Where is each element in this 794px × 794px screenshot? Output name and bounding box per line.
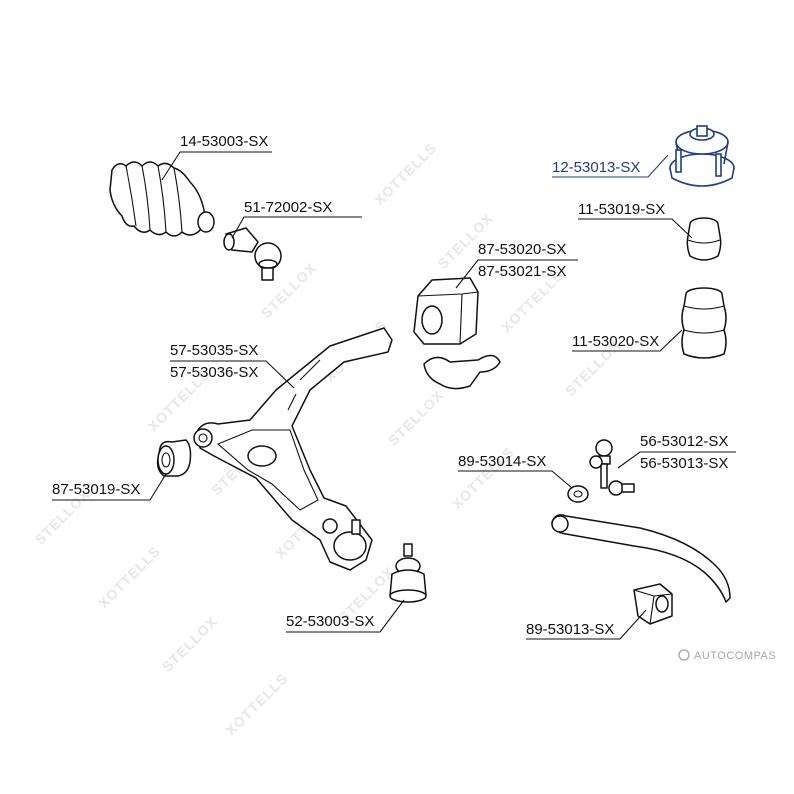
part-label: 52-53003-SX [286, 613, 374, 630]
autocompas-logo: AUTOCOMPAS [678, 649, 776, 662]
part-label: 56-53013-SX [640, 455, 728, 472]
watermark-text: XOTTELLS [95, 543, 164, 612]
part-label: 51-72002-SX [244, 199, 332, 216]
stabilizer-link-part [589, 439, 635, 496]
link-bushing-part [567, 485, 589, 503]
part-label: 57-53035-SX [170, 342, 258, 359]
part-label: 89-53014-SX [458, 453, 546, 470]
part-label: 14-53003-SX [180, 133, 268, 150]
part-label: 56-53012-SX [640, 433, 728, 450]
part-label: 11-53019-SX [578, 201, 665, 218]
ball-joint-part [389, 543, 427, 603]
bar-bushing-part [633, 583, 673, 625]
part-label: 87-53021-SX [478, 263, 566, 280]
part-label: 89-53013-SX [526, 621, 614, 638]
dust-cover-part [681, 287, 727, 359]
brand-text: AUTOCOMPAS [694, 650, 776, 662]
part-label: 87-53019-SX [52, 481, 140, 498]
control-arm-part [193, 327, 393, 571]
stabilizer-bar-part [551, 514, 731, 603]
steering-boot-part [109, 161, 215, 237]
part-label: 11-53020-SX [572, 333, 659, 350]
tie-rod-end-part [223, 227, 282, 281]
watermark: STELLOX XOTTELLS STELLOX XOTTELLS XOTTEL… [31, 140, 623, 739]
watermark-text: STELLOX [385, 387, 447, 449]
part-label-highlighted: 12-53013-SX [552, 159, 640, 176]
strut-mount-part [669, 125, 735, 187]
watermark-text: STELLOX [159, 613, 221, 675]
part-label: 57-53036-SX [170, 364, 258, 381]
part-label: 87-53020-SX [478, 241, 566, 258]
arm-bushing-part [156, 439, 192, 477]
stabilizer-bushing-part [413, 277, 501, 390]
bump-stop-part [686, 217, 722, 261]
gear-icon [678, 649, 690, 661]
watermark-text: XOTTELLS [371, 140, 440, 209]
watermark-text: XOTTELLS [222, 670, 291, 739]
